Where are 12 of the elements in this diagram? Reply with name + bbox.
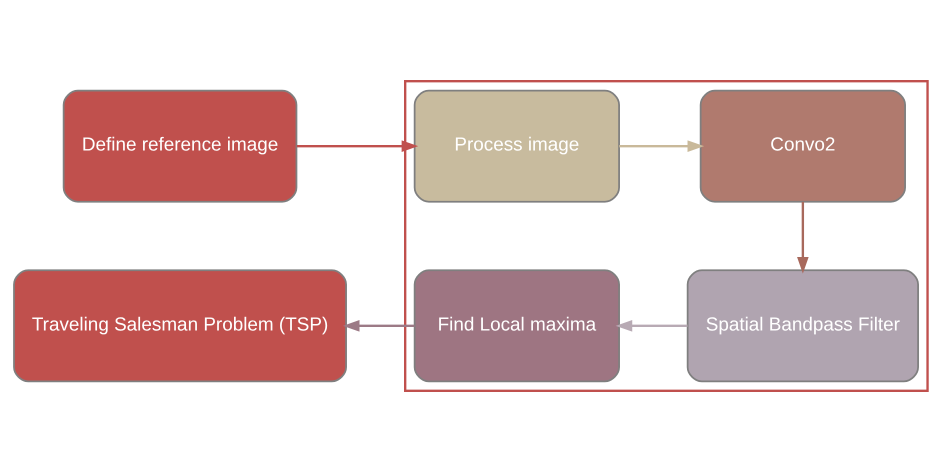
node-box: Define reference image xyxy=(62,89,298,202)
node-box: Convo2 xyxy=(700,89,906,202)
cluster xyxy=(404,80,929,392)
node-box: Find Local maxima xyxy=(414,268,620,382)
arrow xyxy=(619,140,704,152)
arrow xyxy=(616,320,688,332)
arrow xyxy=(797,201,809,274)
node-box: Spatial Bandpass Filter xyxy=(686,268,919,382)
arrow xyxy=(296,140,418,152)
node-box: Traveling Salesman Problem (TSP) xyxy=(13,268,347,382)
node-box: Process image xyxy=(414,89,620,202)
arrow xyxy=(342,320,414,332)
